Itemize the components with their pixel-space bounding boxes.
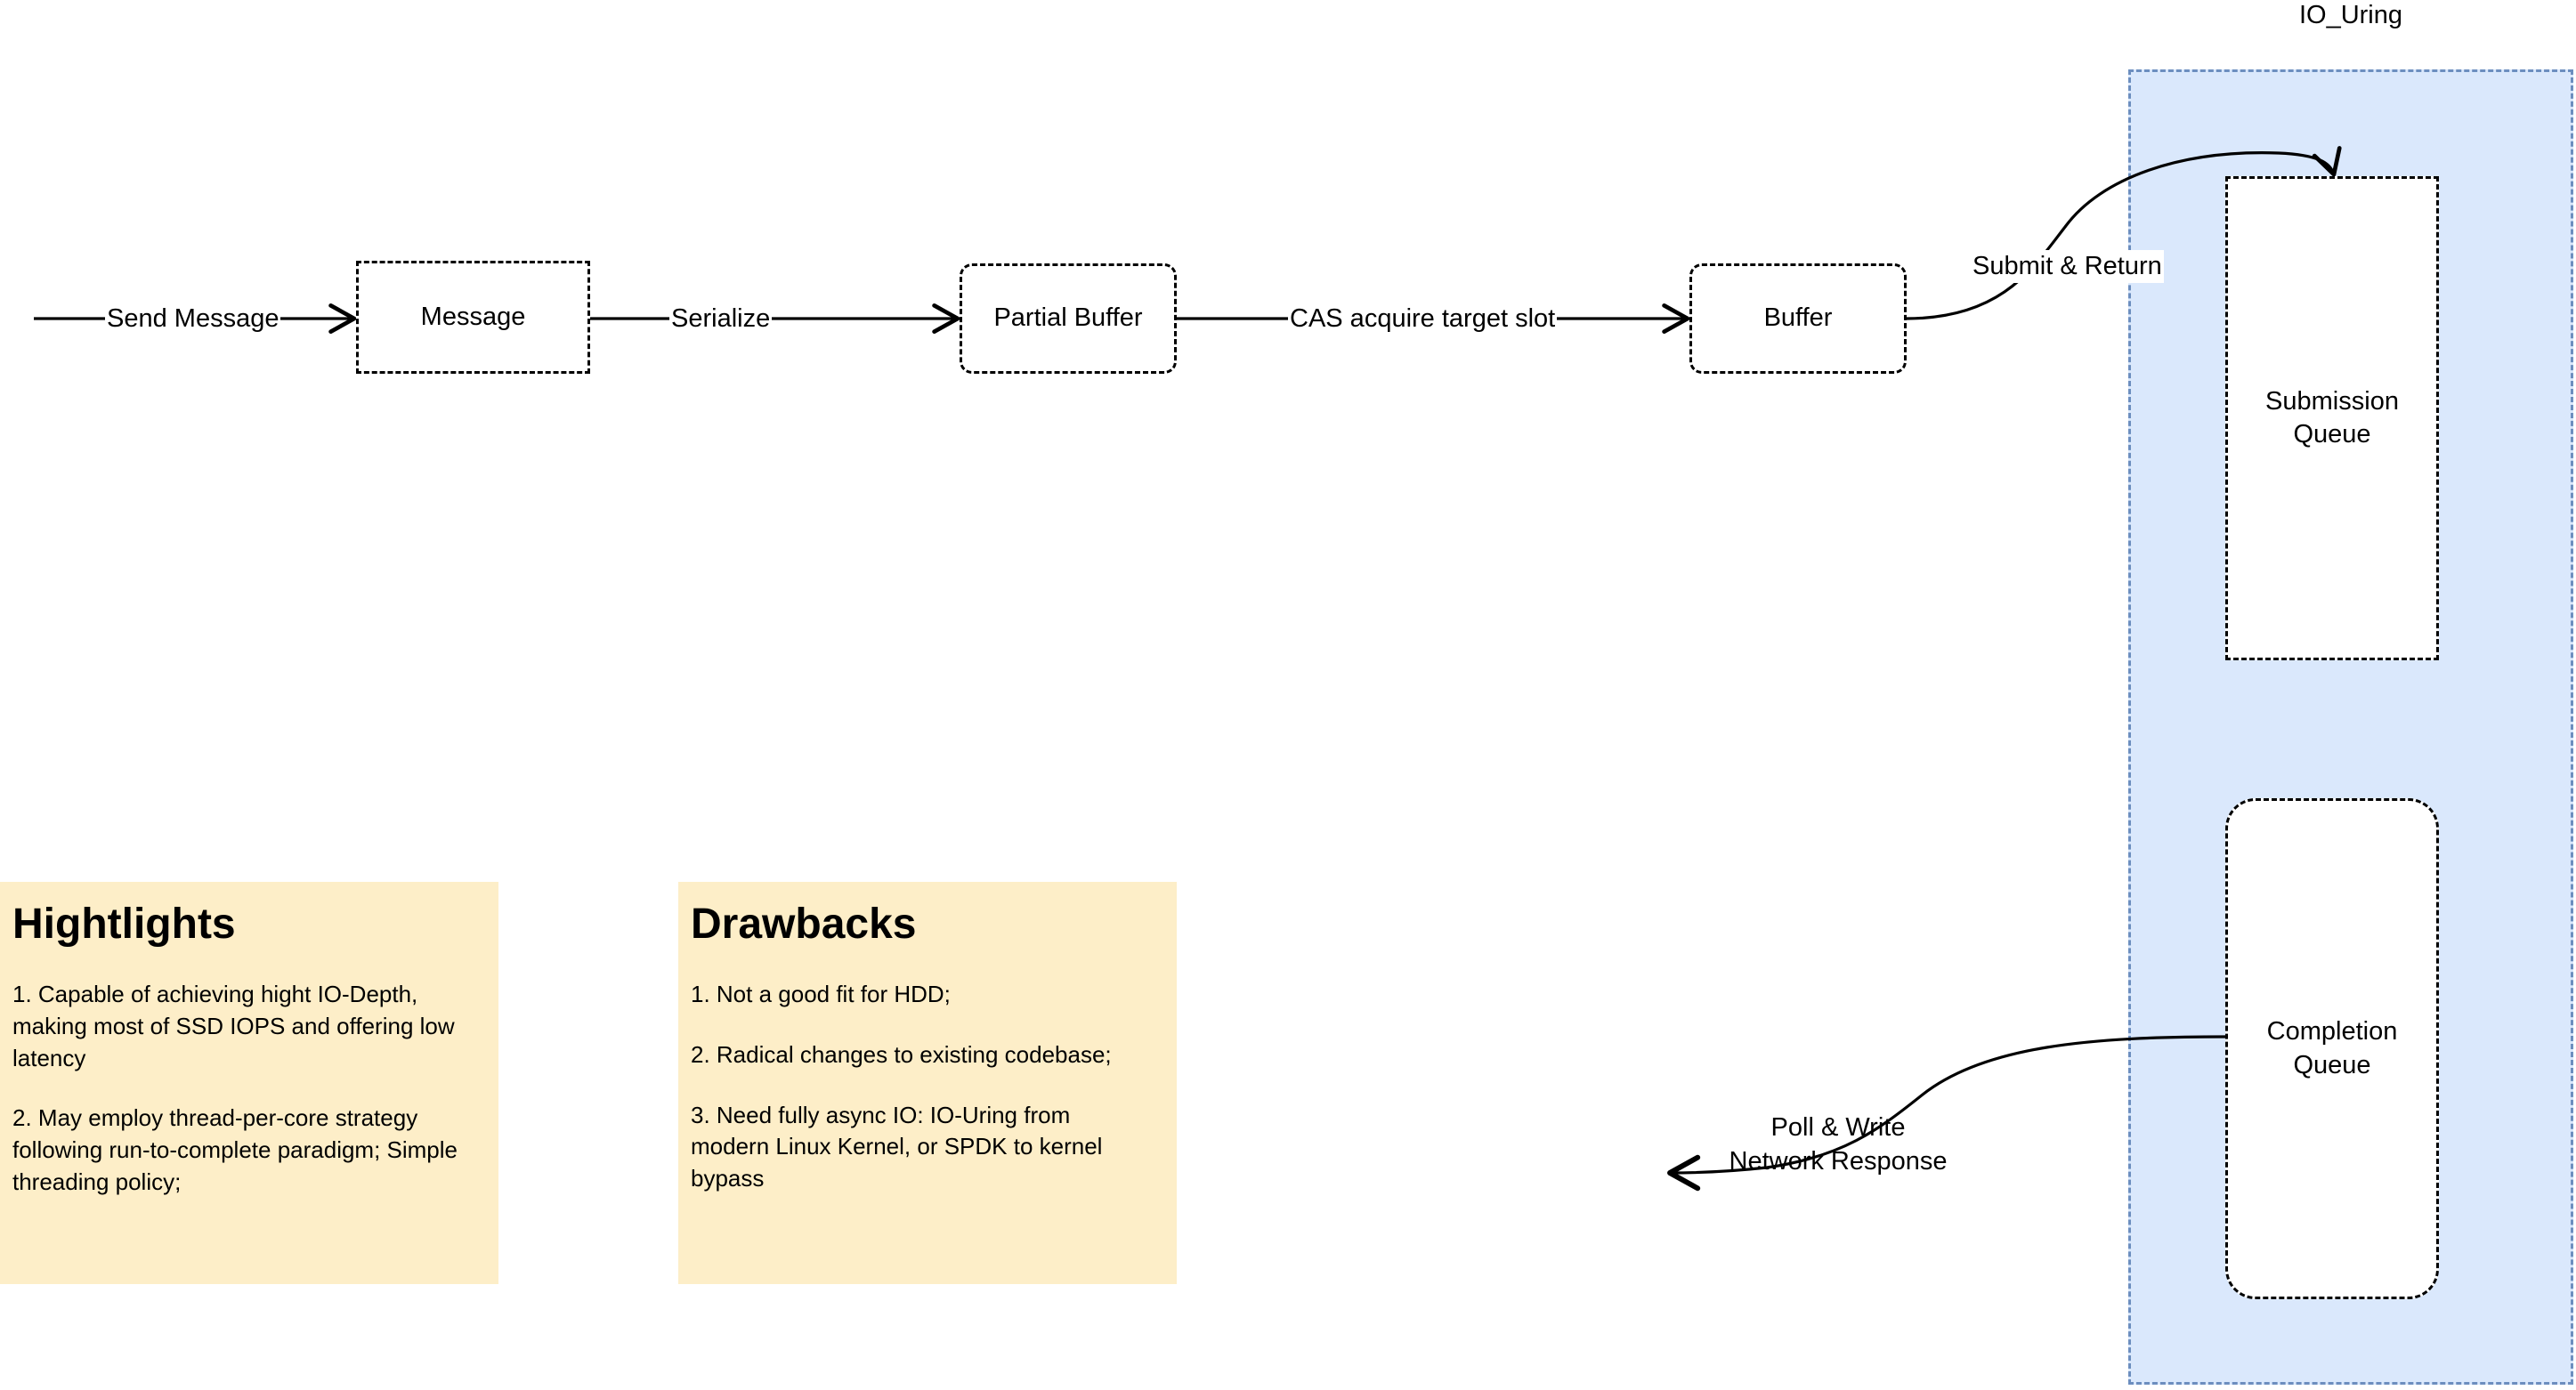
node-message-label: Message [420, 302, 526, 331]
node-submission-queue-line2: Queue [2293, 420, 2371, 449]
group-io-uring-label: IO_Uring [2298, 1, 2403, 29]
node-submission-queue-line1: Submission [2265, 386, 2399, 416]
node-completion-queue-label: Completion Queue [2267, 1015, 2398, 1081]
note-hightlights[interactable]: Hightlights 1. Capable of achieving high… [0, 882, 498, 1284]
node-submission-queue-label: Submission Queue [2265, 385, 2399, 451]
node-completion-queue-line2: Queue [2293, 1050, 2371, 1079]
node-partial-buffer-label: Partial Buffer [993, 303, 1143, 333]
node-buffer[interactable]: Buffer [1689, 263, 1907, 374]
node-completion-queue[interactable]: Completion Queue [2225, 798, 2439, 1299]
edge-label-cas-acquire: CAS acquire target slot [1288, 303, 1558, 336]
note-drawbacks[interactable]: Drawbacks 1. Not a good fit for HDD; 2. … [678, 882, 1177, 1284]
node-partial-buffer[interactable]: Partial Buffer [960, 263, 1177, 374]
note-hightlights-item-2: 2. May employ thread-per-core strategy f… [12, 1104, 458, 1196]
node-buffer-label: Buffer [1763, 303, 1833, 333]
node-submission-queue[interactable]: Submission Queue [2225, 176, 2439, 660]
note-drawbacks-item-2: 2. Radical changes to existing codebase; [691, 1040, 1112, 1068]
note-hightlights-item-1: 1. Capable of achieving hight IO-Depth, … [12, 980, 455, 1071]
note-drawbacks-title: Drawbacks [691, 901, 917, 948]
edge-label-poll-write-line1: Poll & Write [1770, 1113, 1906, 1142]
note-hightlights-title: Hightlights [12, 901, 236, 948]
note-drawbacks-item-3: 3. Need fully async IO: IO-Uring from mo… [691, 1101, 1103, 1192]
edge-label-poll-write-line2: Network Response [1729, 1147, 1948, 1176]
note-drawbacks-item-1: 1. Not a good fit for HDD; [691, 980, 951, 1007]
edge-label-serialize: Serialize [669, 303, 773, 336]
edge-label-send-message: Send Message [105, 303, 281, 336]
edge-label-submit-return: Submit & Return [1971, 250, 2164, 284]
node-completion-queue-line1: Completion [2266, 1017, 2398, 1047]
node-message[interactable]: Message [356, 261, 590, 374]
